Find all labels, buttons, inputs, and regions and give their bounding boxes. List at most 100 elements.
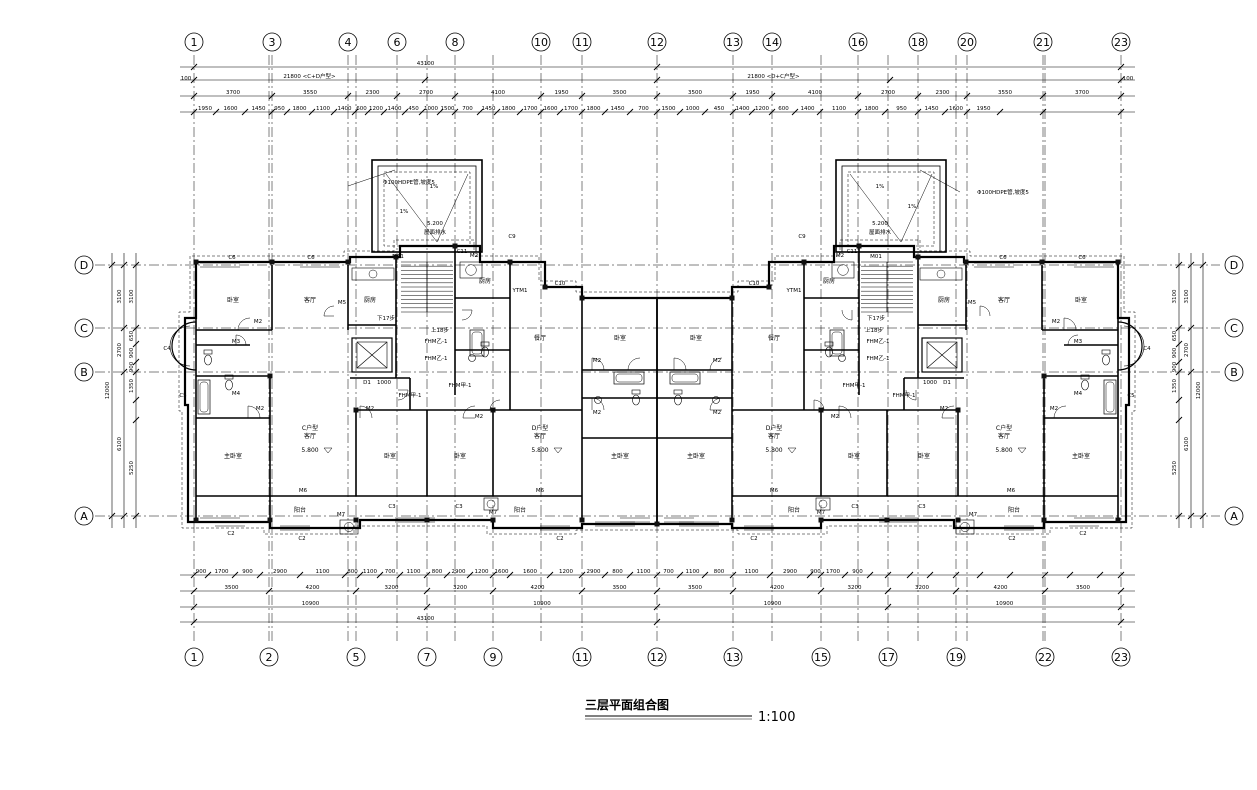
mark-label: C5: [179, 393, 187, 399]
dim-bottom-row2-tick: [190, 587, 198, 595]
dim-left-parts-text: 2700: [117, 343, 123, 357]
toilet: [1081, 379, 1089, 391]
dim-bottom-row1-tick: [952, 571, 960, 579]
axis-bubble-label: 23: [1114, 651, 1128, 664]
mark-label: M7: [969, 512, 978, 518]
bay-window-right: [1117, 321, 1143, 371]
mark-label: M3: [1074, 339, 1083, 345]
dim-top-row2-text: 2700: [419, 90, 433, 96]
dim-bottom-row1-text: 2900: [273, 569, 287, 575]
roof-slope-line: [436, 173, 469, 243]
dim-top-row3-tick: [418, 108, 426, 116]
room-label: 客厅: [304, 432, 316, 440]
dim-top-row3-tick: [996, 108, 1004, 116]
counter-sink: [960, 522, 970, 532]
toilet: [481, 346, 489, 358]
dim-top-row3-tick: [881, 108, 889, 116]
toilet-tank: [673, 389, 683, 395]
mark-label: M2: [1052, 319, 1060, 325]
dim-top-row2-tick: [729, 92, 737, 100]
mark-label: YTM1: [512, 288, 528, 294]
axis-bubble-label: 15: [814, 651, 828, 664]
mark-label: 上18步: [865, 326, 883, 334]
mark-label: 屋面排水: [869, 228, 892, 236]
dim-bottom-row1-tick: [866, 571, 874, 579]
column: [963, 259, 969, 265]
axis-bubble-bottom: [647, 647, 667, 667]
mark-label: C4: [163, 346, 171, 352]
axis-bubble-label: 5: [353, 651, 360, 664]
dim-bottom-row1-tick: [1096, 571, 1104, 579]
mark-label: C2: [556, 536, 563, 542]
dim-right-detail-text: 5250: [1172, 461, 1178, 475]
dim-top-row3-tick: [451, 108, 459, 116]
dim-top-units-tick: [190, 76, 198, 84]
roof-slope-line: [385, 173, 438, 243]
dim-left-parts-tick: [120, 512, 128, 520]
elevator-car: [356, 341, 388, 369]
dim-top-row3-tick: [330, 108, 338, 116]
mark-label: M2: [593, 358, 601, 364]
dim-bottom-row2-text: 3500: [688, 585, 702, 591]
mark-label: FHM乙-1: [866, 355, 889, 362]
door-swing: [461, 309, 473, 321]
axis-bubble-label: 18: [911, 36, 925, 49]
dim-bottom-row2-tick: [817, 587, 825, 595]
counter-sink: [465, 264, 477, 276]
dim-top-row3-text: 1950: [198, 106, 212, 112]
dim-bottom-row1-tick: [1117, 571, 1125, 579]
axis-bubble-top: [848, 32, 868, 52]
door-swing: [627, 357, 641, 371]
dim-bottom-row1-tick: [817, 571, 825, 579]
dim-bottom-row1-tick: [296, 571, 304, 579]
dim-bottom-row1-text: 1100: [686, 569, 700, 575]
axis-bubble-label: 9: [490, 651, 497, 664]
counter-sink: [344, 522, 354, 532]
dim-bottom-row1-text: 2900: [783, 569, 797, 575]
dim-top-row3-tick: [941, 108, 949, 116]
axis-bubble-label: 4: [345, 36, 352, 49]
dim-bottom-row2-tick: [578, 587, 586, 595]
mark-label: 1%: [908, 204, 917, 210]
dim-top-row3-tick: [626, 108, 634, 116]
column: [915, 254, 921, 260]
mark-label: C2: [750, 536, 757, 542]
dim-right-detail-tick: [1175, 358, 1183, 366]
dim-left-parts-text: 6100: [117, 437, 123, 451]
dim-bottom-row1-tick: [906, 571, 914, 579]
room-label: D户型: [766, 424, 783, 432]
mark-label: C5: [1127, 393, 1135, 399]
mark-label: M2: [713, 410, 721, 416]
dim-bottom-row2-text: 3500: [613, 585, 627, 591]
counter: [459, 261, 483, 279]
dim-top-row3-tick: [476, 108, 484, 116]
bay-window-right-inner: [1123, 325, 1145, 367]
dim-bottom-row2-text: 3200: [848, 585, 862, 591]
dim-top-row3-text: 1400: [388, 106, 402, 112]
dim-bottom-row1-text: 1100: [637, 569, 651, 575]
mark-label: FHM甲-1: [892, 392, 915, 399]
room-label: 主卧室: [611, 452, 629, 460]
dim-top-row3-text: 1700: [524, 106, 538, 112]
room-label: 阳台: [514, 506, 526, 514]
mark-label: M2: [940, 406, 948, 412]
dim-top-row3-text: 1600: [544, 106, 558, 112]
dim-bottom-row1-tick: [376, 571, 384, 579]
dim-left-detail-tick: [132, 324, 140, 332]
dim-left-detail-tick: [132, 396, 140, 404]
column: [267, 517, 273, 523]
column: [1041, 373, 1047, 379]
dim-top-row2-text: 3500: [688, 90, 702, 96]
door-swing: [397, 389, 409, 401]
column: [856, 243, 862, 249]
dim-bottom-row1-tick: [729, 571, 737, 579]
mark-label: C10: [749, 281, 760, 287]
dim-top-units-tick: [886, 76, 894, 84]
axis-bubble-top: [531, 32, 551, 52]
axis-bubble-bottom: [723, 647, 743, 667]
column: [955, 407, 961, 413]
roof-box-dash: [847, 171, 935, 247]
dim-bottom-row1-text: 1600: [523, 569, 537, 575]
dim-bottom-row2-tick: [884, 587, 892, 595]
